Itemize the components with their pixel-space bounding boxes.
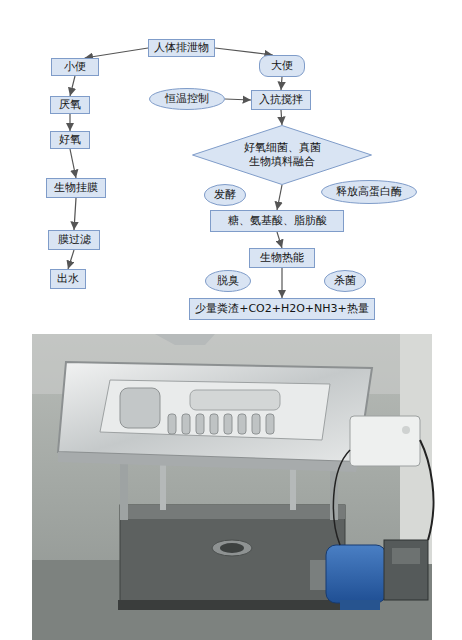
node-label: 发酵	[214, 188, 236, 202]
photo-scene	[32, 334, 433, 640]
flow-arrow	[215, 48, 273, 55]
ellipse-shape	[205, 185, 246, 206]
flow-arrow	[277, 232, 282, 248]
ellipse-shape	[325, 271, 366, 292]
process-diamond: 好氧细菌、真菌 生物填料融合	[192, 125, 372, 185]
node-label: 杀菌	[334, 274, 356, 288]
flow-arrow	[74, 198, 76, 230]
flow-arrow	[225, 99, 251, 100]
process-box: 膜过滤	[48, 230, 100, 250]
process-box: 糖、氨基酸、脂肪酸	[210, 210, 344, 232]
note-ellipse: 发酵	[204, 184, 246, 206]
source-box: 人体排泄物	[148, 39, 215, 57]
flowchart: 人体排泄物小便 大便厌氧好氧生物挂膜膜过滤出水 恒温控制 入抗搅拌好氧细菌、真菌 生物…	[0, 0, 462, 330]
ellipse-shape	[206, 271, 251, 292]
node-label: 生物热能	[260, 251, 304, 265]
note-ellipse: 杀菌	[324, 270, 366, 292]
node-label: 出水	[57, 272, 79, 286]
flow-arrow	[277, 185, 282, 210]
node-label: 好氧细菌、真菌 生物填料融合	[240, 141, 324, 169]
flow-arrow	[70, 149, 76, 178]
control-ellipse: 恒温控制	[149, 88, 225, 110]
flow-arrow	[281, 77, 282, 90]
ellipse-shape	[322, 181, 417, 204]
node-label: 膜过滤	[58, 233, 91, 247]
flow-arrow	[281, 268, 282, 298]
node-label: 糖、氨基酸、脂肪酸	[228, 214, 327, 228]
node-label: 大便	[271, 59, 293, 73]
flow-arrow	[69, 114, 70, 131]
node-label: 厌氧	[59, 98, 81, 112]
process-box: 大便	[259, 55, 305, 77]
flow-arrow	[70, 76, 75, 96]
process-box: 生物热能	[249, 248, 315, 268]
node-label: 入抗搅拌	[259, 93, 303, 107]
diamond-shape	[193, 126, 372, 185]
flow-arrow	[85, 48, 148, 58]
process-box: 小便	[51, 58, 99, 76]
ellipse-shape	[150, 89, 225, 110]
node-label: 好氧	[59, 133, 81, 147]
node-label: 释放高蛋白酶	[336, 185, 402, 199]
node-label: 少量粪渣+CO2+H2O+NH3+热量	[195, 302, 369, 316]
process-box: 入抗搅拌	[251, 90, 311, 110]
process-box: 厌氧	[50, 96, 90, 114]
flow-arrow	[68, 250, 74, 269]
flow-arrow	[281, 110, 282, 125]
output-box: 出水	[50, 269, 86, 289]
note-ellipse: 释放高蛋白酶	[321, 180, 417, 204]
node-label: 脱臭	[217, 274, 239, 288]
node-label: 小便	[64, 60, 86, 74]
node-label: 生物挂膜	[54, 181, 98, 195]
output-box: 少量粪渣+CO2+H2O+NH3+热量	[189, 298, 375, 320]
process-box: 生物挂膜	[46, 178, 106, 198]
process-box: 好氧	[50, 131, 90, 149]
node-label: 恒温控制	[165, 92, 209, 106]
node-label: 人体排泄物	[154, 41, 209, 55]
note-ellipse: 脱臭	[205, 270, 251, 292]
